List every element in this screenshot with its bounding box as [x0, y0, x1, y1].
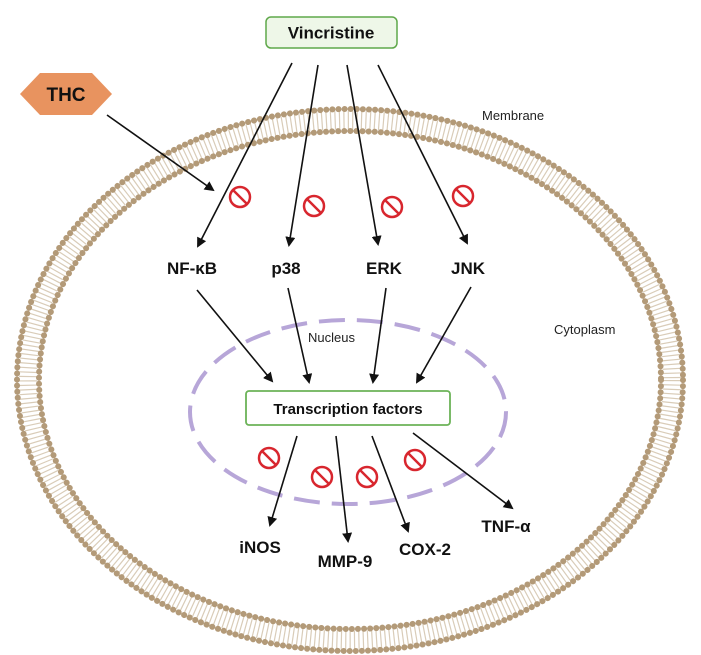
membrane-inner-heads	[36, 128, 664, 632]
membrane-label: Membrane	[482, 108, 544, 123]
transcription-factors-box: Transcription factors	[245, 390, 451, 426]
cytoplasm-label: Cytoplasm	[554, 322, 615, 337]
arrow-nfkb-tf	[196, 289, 274, 383]
inhibit-icons	[228, 184, 475, 489]
thc-node: THC	[20, 73, 112, 115]
product-label-cox2: COX-2	[399, 540, 451, 559]
arrow-erk-tf	[369, 287, 387, 384]
product-label-inos: iNOS	[239, 538, 281, 557]
arrow-vincristine-jnk	[377, 64, 468, 245]
product-label-tnfa: TNF-α	[481, 517, 531, 536]
arrow-vincristine-nfkb	[197, 62, 293, 248]
vincristine-box: Vincristine	[265, 16, 398, 49]
inhibit-icon	[380, 195, 404, 219]
membrane-outer-heads	[14, 106, 686, 654]
cell-membrane	[14, 106, 686, 654]
arrow-jnk-tf	[416, 286, 472, 384]
vincristine-box-frame	[265, 16, 398, 49]
thc-label: THC	[46, 85, 85, 106]
inhibit-icon	[257, 446, 281, 470]
arrow-vincristine-erk	[346, 64, 382, 246]
kinase-label-nfkb: NF-κB	[167, 259, 217, 278]
arrow-thc-block	[106, 114, 215, 192]
arrow-vincristine-p38	[285, 64, 319, 247]
transcription-factors-label: Transcription factors	[273, 401, 422, 418]
vincristine-label: Vincristine	[288, 24, 375, 43]
arrow-tf-mmp9	[335, 435, 353, 543]
thc-octagon	[20, 73, 112, 115]
nucleus-envelope	[188, 318, 508, 506]
arrow-tf-cox2	[371, 435, 410, 533]
arrows	[106, 62, 514, 543]
kinase-label-erk: ERK	[366, 259, 403, 278]
inhibit-icon	[451, 184, 475, 208]
kinase-label-jnk: JNK	[451, 259, 486, 278]
arrow-tf-inos	[267, 435, 298, 527]
nucleus-label: Nucleus	[308, 330, 355, 345]
membrane-tails	[19, 111, 681, 649]
inhibit-icon	[228, 185, 252, 209]
inhibit-icon	[403, 448, 427, 472]
arrow-p38-tf	[287, 287, 313, 384]
arrow-tf-tnfa	[412, 432, 514, 510]
transcription-factors-frame	[245, 390, 451, 426]
inhibit-icon	[302, 194, 326, 218]
inhibit-icon	[310, 465, 334, 489]
product-label-mmp9: MMP-9	[318, 552, 373, 571]
kinase-label-p38: p38	[271, 259, 300, 278]
inhibit-icon	[355, 465, 379, 489]
